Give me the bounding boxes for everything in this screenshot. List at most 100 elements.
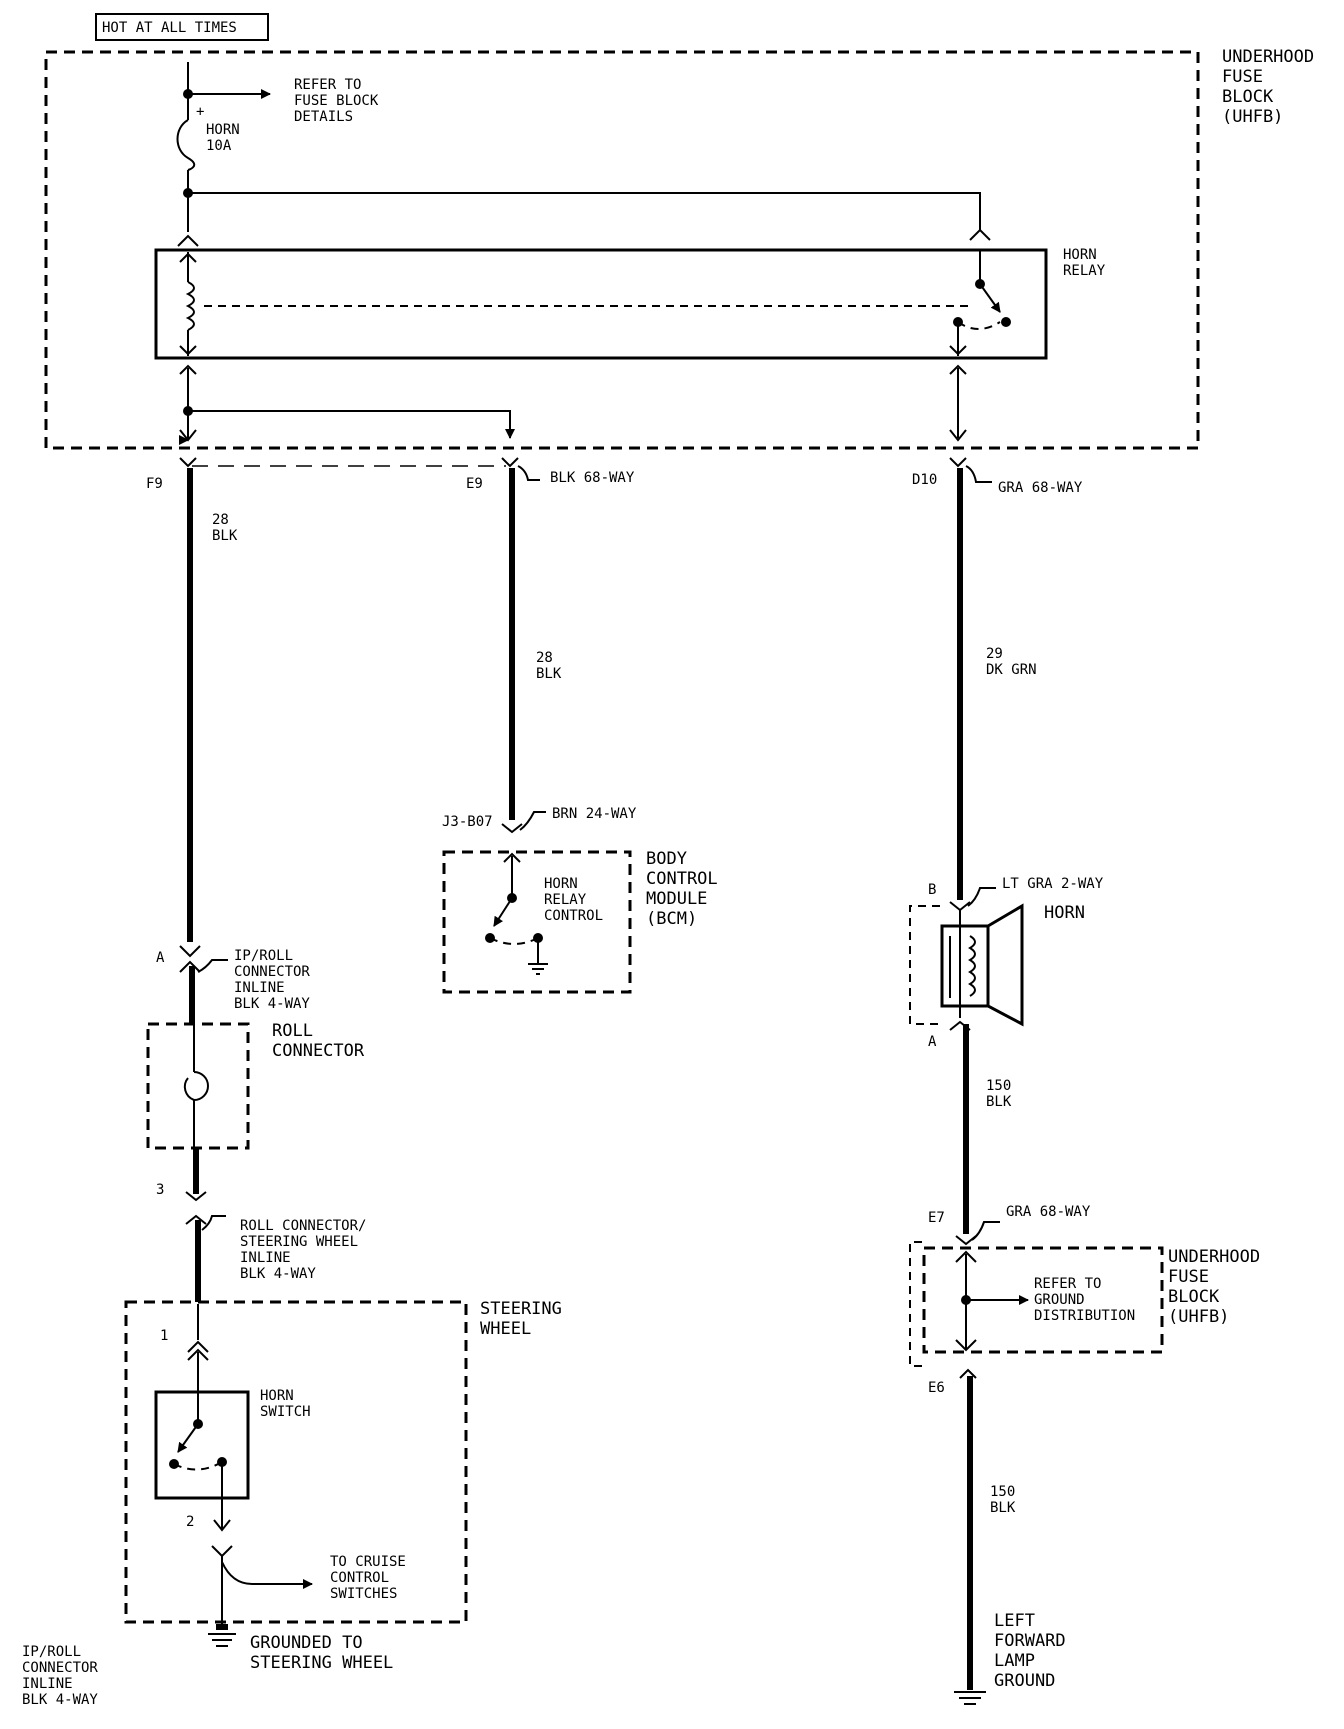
svg-text:STEERING: STEERING bbox=[480, 1299, 562, 1319]
svg-text:DISTRIBUTION: DISTRIBUTION bbox=[1034, 1308, 1135, 1324]
connector-sw-1: 1 bbox=[160, 1328, 168, 1344]
roll-connector-boundary bbox=[146, 1022, 250, 1150]
svg-text:DETAILS: DETAILS bbox=[294, 109, 353, 125]
horn-switch-box[interactable] bbox=[154, 1390, 250, 1500]
hot-at-all-times-box: HOT AT ALL TIMES bbox=[95, 13, 269, 41]
uhfb-top-boundary bbox=[44, 50, 1200, 450]
svg-text:LEFT: LEFT bbox=[994, 1611, 1035, 1631]
svg-text:HORN: HORN bbox=[544, 876, 578, 892]
svg-text:SWITCHES: SWITCHES bbox=[330, 1586, 397, 1602]
cruise-label: TO CRUISE CONTROL SWITCHES bbox=[330, 1554, 406, 1602]
svg-text:FORWARD: FORWARD bbox=[994, 1631, 1066, 1651]
wire-label-28-blk-left: 28 BLK bbox=[212, 512, 238, 544]
connector-roll-3: 3 bbox=[156, 1182, 164, 1198]
connector-ip-a: A bbox=[156, 950, 165, 966]
fuse-label: + HORN 10A bbox=[196, 104, 240, 154]
ground-icon bbox=[528, 963, 548, 975]
lamp-ground-label: LEFT FORWARD LAMP GROUND bbox=[994, 1611, 1066, 1691]
grounded-label: GROUNDED TO STEERING WHEEL bbox=[250, 1633, 393, 1673]
cruise-arrow bbox=[221, 1561, 313, 1589]
svg-text:BLK: BLK bbox=[536, 666, 562, 682]
svg-text:HORN: HORN bbox=[260, 1388, 294, 1404]
connector-e9: E9 bbox=[466, 476, 483, 492]
connector-e6: E6 bbox=[928, 1380, 945, 1396]
svg-text:STEERING WHEEL: STEERING WHEEL bbox=[240, 1234, 358, 1250]
relay-contact-icon bbox=[979, 283, 1001, 313]
svg-text:CONNECTOR: CONNECTOR bbox=[234, 964, 310, 980]
svg-text:REFER TO: REFER TO bbox=[1034, 1276, 1101, 1292]
svg-text:DK GRN: DK GRN bbox=[986, 662, 1037, 678]
svg-text:IP/ROLL: IP/ROLL bbox=[22, 1644, 81, 1660]
svg-text:BLK 4-WAY: BLK 4-WAY bbox=[22, 1692, 98, 1708]
svg-text:INLINE: INLINE bbox=[234, 980, 285, 996]
svg-text:HORN: HORN bbox=[1063, 247, 1097, 263]
svg-text:(BCM): (BCM) bbox=[646, 909, 697, 929]
steering-wheel-boundary bbox=[124, 1300, 468, 1624]
svg-text:BLK: BLK bbox=[212, 528, 238, 544]
svg-text:BLK: BLK bbox=[986, 1094, 1012, 1110]
svg-text:150: 150 bbox=[986, 1078, 1011, 1094]
svg-text:UNDERHOOD: UNDERHOOD bbox=[1168, 1247, 1260, 1267]
svg-text:SWITCH: SWITCH bbox=[260, 1404, 311, 1420]
svg-text:UNDERHOOD: UNDERHOOD bbox=[1222, 47, 1314, 67]
ground-icon bbox=[208, 1624, 236, 1647]
roll-steering-connector-desc: ROLL CONNECTOR/ STEERING WHEEL INLINE BL… bbox=[240, 1218, 366, 1282]
roll-connector-label: ROLL CONNECTOR bbox=[272, 1021, 365, 1061]
refer-ground-label: REFER TO GROUND DISTRIBUTION bbox=[1034, 1276, 1135, 1324]
svg-text:(UHFB): (UHFB) bbox=[1222, 107, 1283, 127]
svg-text:GROUNDED TO: GROUNDED TO bbox=[250, 1633, 363, 1653]
svg-text:CONTROL: CONTROL bbox=[646, 869, 718, 889]
svg-text:IP/ROLL: IP/ROLL bbox=[234, 948, 293, 964]
connector-sw-2: 2 bbox=[186, 1514, 194, 1530]
uhfb-top-label: UNDERHOOD FUSE BLOCK (UHFB) bbox=[1222, 47, 1314, 127]
uhfb-bottom-boundary bbox=[922, 1246, 1164, 1354]
ground-icon bbox=[954, 1691, 986, 1705]
svg-text:BODY: BODY bbox=[646, 849, 687, 869]
svg-text:CONTROL: CONTROL bbox=[330, 1570, 389, 1586]
connector-f9: F9 bbox=[146, 476, 163, 492]
svg-text:BLK: BLK bbox=[990, 1500, 1016, 1516]
horn-switch-label: HORN SWITCH bbox=[260, 1388, 311, 1420]
horn-icon bbox=[940, 903, 1024, 1027]
wire-label-28-blk-bcm: 28 BLK bbox=[536, 650, 562, 682]
horn-fuse-symbol bbox=[176, 119, 196, 171]
svg-text:(UHFB): (UHFB) bbox=[1168, 1307, 1229, 1327]
svg-text:REFER TO: REFER TO bbox=[294, 77, 361, 93]
svg-text:HORN: HORN bbox=[206, 122, 240, 138]
svg-text:RELAY: RELAY bbox=[544, 892, 587, 908]
svg-text:LAMP: LAMP bbox=[994, 1651, 1035, 1671]
refer-fuse-label: REFER TO FUSE BLOCK DETAILS bbox=[294, 77, 379, 125]
wire-label-29-dk-grn: 29 DK GRN bbox=[986, 646, 1037, 678]
connector-d10: D10 bbox=[912, 472, 937, 488]
svg-text:BLK 4-WAY: BLK 4-WAY bbox=[234, 996, 310, 1012]
bcm-label: BODY CONTROL MODULE (BCM) bbox=[646, 849, 718, 929]
svg-text:BLK 4-WAY: BLK 4-WAY bbox=[240, 1266, 316, 1282]
connector-j3: J3-B07 bbox=[442, 814, 493, 830]
footnote: IP/ROLL CONNECTOR INLINE BLK 4-WAY bbox=[22, 1644, 98, 1708]
svg-text:FUSE BLOCK: FUSE BLOCK bbox=[294, 93, 379, 109]
svg-text:+: + bbox=[196, 104, 204, 120]
svg-text:CONNECTOR: CONNECTOR bbox=[272, 1041, 365, 1061]
svg-text:10A: 10A bbox=[206, 138, 232, 154]
svg-text:WHEEL: WHEEL bbox=[480, 1319, 531, 1339]
svg-text:TO CRUISE: TO CRUISE bbox=[330, 1554, 406, 1570]
bcm-branch bbox=[188, 410, 515, 439]
connector-d10-desc: GRA 68-WAY bbox=[998, 480, 1083, 496]
connector-horn-a: A bbox=[928, 1034, 937, 1050]
svg-text:CONTROL: CONTROL bbox=[544, 908, 603, 924]
svg-text:FUSE: FUSE bbox=[1222, 67, 1263, 87]
svg-text:150: 150 bbox=[990, 1484, 1015, 1500]
svg-text:ROLL CONNECTOR/: ROLL CONNECTOR/ bbox=[240, 1218, 366, 1234]
bcm-internal-label: HORN RELAY CONTROL bbox=[544, 876, 603, 924]
svg-text:STEERING WHEEL: STEERING WHEEL bbox=[250, 1653, 393, 1673]
svg-text:MODULE: MODULE bbox=[646, 889, 707, 909]
connector-e7: E7 bbox=[928, 1210, 945, 1226]
horn-switch-contact-icon bbox=[177, 1423, 199, 1453]
uhfb-bottom-label: UNDERHOOD FUSE BLOCK (UHFB) bbox=[1168, 1247, 1260, 1327]
horn-relay-box bbox=[154, 248, 1048, 360]
svg-text:29: 29 bbox=[986, 646, 1003, 662]
svg-text:GROUND: GROUND bbox=[1034, 1292, 1085, 1308]
connector-e7-desc: GRA 68-WAY bbox=[1006, 1204, 1091, 1220]
relay-coil-icon bbox=[185, 281, 195, 331]
